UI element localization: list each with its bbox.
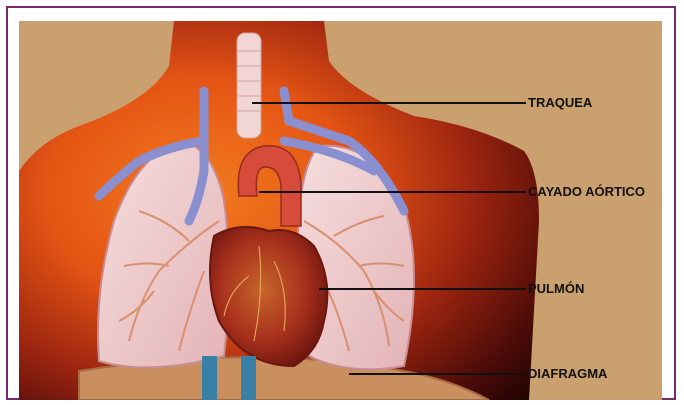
label-aortic-arch: CAYADO AÓRTICO [528, 184, 645, 199]
vena-cava [202, 356, 217, 400]
label-diaphragm: DIAFRAGMA [528, 366, 608, 381]
label-trachea: TRAQUEA [528, 95, 593, 110]
trachea [237, 33, 261, 138]
chest-anatomy-diagram: TRAQUEA CAYADO AÓRTICO PULMÓN DIAFRAGMA [19, 21, 662, 400]
descending-aorta [241, 356, 256, 400]
anatomy-illustration: TRAQUEA CAYADO AÓRTICO PULMÓN DIAFRAGMA [19, 21, 662, 400]
label-lung: PULMÓN [528, 281, 584, 296]
